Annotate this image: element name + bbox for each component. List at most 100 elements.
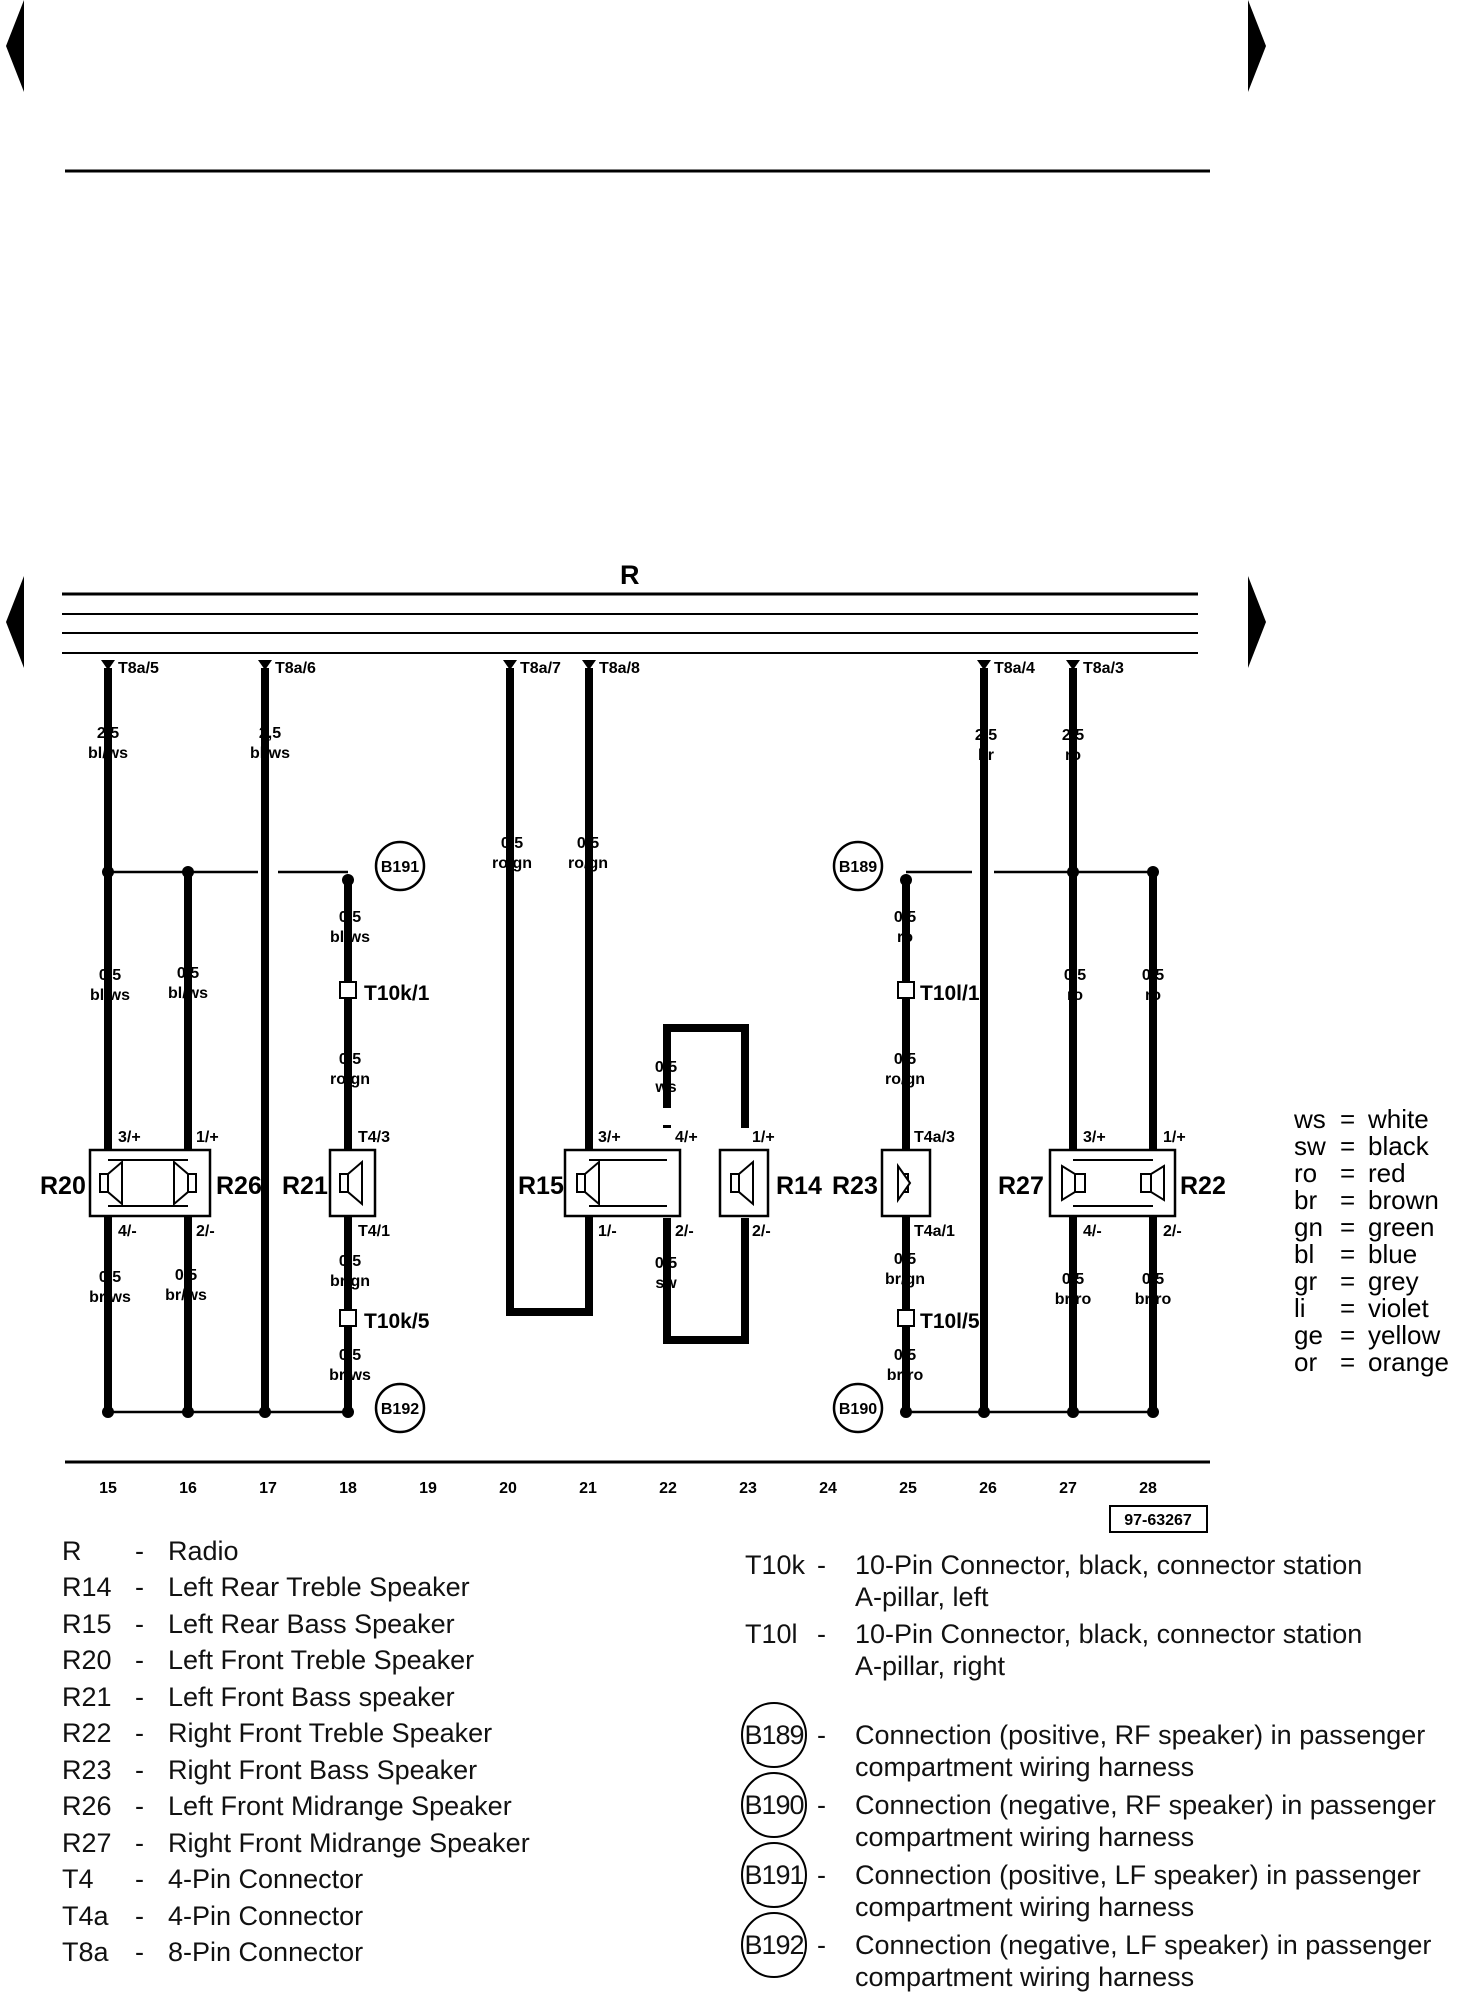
terminal-label: 3/+	[118, 1129, 141, 1146]
wire-gauge: 0,5	[99, 967, 121, 984]
color-code-row: ro=red	[1294, 1158, 1406, 1188]
component-label: R15	[518, 1172, 564, 1200]
wire-color: ro	[1145, 987, 1161, 1004]
grid-number: 15	[99, 1480, 117, 1497]
wire-gauge: 0,5	[1142, 967, 1164, 984]
color-code-row: bl=blue	[1294, 1239, 1418, 1269]
color-code-row: sw=black	[1294, 1131, 1429, 1161]
wire-color: ro	[1065, 747, 1081, 764]
grid-number: 20	[499, 1480, 517, 1497]
pin-label: T8a/3	[1083, 660, 1124, 677]
color-code-row: gr=grey	[1294, 1266, 1419, 1296]
wire-gauge: 0,5	[339, 1347, 361, 1364]
prev-page-arrow-top[interactable]	[6, 0, 24, 92]
next-page-arrow-mid[interactable]	[1248, 576, 1266, 668]
wire-gauge: 0,5	[177, 965, 199, 982]
grid-number: 26	[979, 1480, 997, 1497]
wire-color: ro/gn	[568, 855, 608, 872]
wire-color: bl/ws	[330, 929, 370, 946]
wire-gauge: 0,5	[894, 1251, 916, 1268]
terminal-label: 1/+	[1163, 1129, 1186, 1146]
terminal-label: 3/+	[1083, 1129, 1106, 1146]
grid-number: 27	[1059, 1480, 1077, 1497]
pin-label: T8a/4	[994, 660, 1035, 677]
terminal-label: 2/-	[675, 1223, 694, 1240]
wire-color: br/ro	[1055, 1291, 1092, 1308]
wire-gauge: 0,5	[1142, 1271, 1164, 1288]
grid-number: 28	[1139, 1480, 1157, 1497]
speaker-block-r23	[880, 1148, 932, 1218]
grid-numbers: 15 16 17 18 19 20 21 22 23 24 25 26 27 2…	[99, 1480, 1157, 1497]
wire-color: ro	[1067, 987, 1083, 1004]
wire-color: bl/ws	[90, 987, 130, 1004]
prev-page-arrow-mid[interactable]	[6, 576, 24, 668]
grid-number: 23	[739, 1480, 757, 1497]
pin-label: T8a/8	[599, 660, 640, 677]
junction-label: B192	[381, 1401, 419, 1418]
wire-color: ro/gn	[492, 855, 532, 872]
junction-label: B189	[839, 859, 877, 876]
color-code-row: ge=yellow	[1294, 1320, 1441, 1350]
doc-number-box	[1109, 1505, 1208, 1533]
pin-label: T8a/7	[520, 660, 561, 677]
terminal-label: T4a/3	[914, 1129, 955, 1146]
wire-gauge: 0,5	[655, 1059, 677, 1076]
grid-number: 19	[419, 1480, 437, 1497]
wire-gauge: 0,5	[339, 1253, 361, 1270]
speaker-block-r14	[718, 1148, 770, 1218]
terminal-label: T4a/1	[914, 1223, 955, 1240]
wire-gauge: 2,5	[259, 725, 281, 742]
connector-label: T10l/5	[920, 1310, 980, 1333]
grid-number: 16	[179, 1480, 197, 1497]
wire-gauge: 2,5	[1062, 727, 1084, 744]
component-labels: R20 R26 R21 R15 R14 R23 R27 R22	[40, 1172, 1226, 1200]
wire-color: br/gn	[330, 1273, 370, 1290]
terminal-label: 4/+	[675, 1129, 698, 1146]
wire-color: br/ws	[165, 1287, 207, 1304]
wire-color: ro/gn	[885, 1071, 925, 1088]
junction-badges	[374, 840, 884, 1434]
wire-color: bl/ws	[88, 745, 128, 762]
connector-label: T10k/1	[364, 982, 430, 1005]
wire-color: br/ws	[89, 1289, 131, 1306]
pin-label: T8a/6	[275, 660, 316, 677]
wire-gauge: 0,5	[99, 1269, 121, 1286]
component-label: R26	[216, 1172, 262, 1200]
wire-color: ws	[654, 1079, 676, 1096]
terminal-label: T4/3	[358, 1129, 390, 1146]
wire-gauge: 0,5	[175, 1267, 197, 1284]
grid-number: 18	[339, 1480, 357, 1497]
wire-color: sw	[655, 1275, 677, 1292]
wire-color: br/ro	[887, 1367, 924, 1384]
wire-gauge: 0,5	[501, 835, 523, 852]
component-label: R22	[1180, 1172, 1226, 1200]
wire-labels: 2,5 bl/ws 2,5 bl/ws 2,5 br 2,5 ro 0,5 ro…	[88, 725, 1171, 1384]
terminal-label: 2/-	[752, 1223, 771, 1240]
color-code-row: or=orange	[1294, 1347, 1449, 1377]
speaker-block-r27-r22	[1048, 1148, 1177, 1218]
grid-number: 25	[899, 1480, 917, 1497]
wire-gauge: 0,5	[894, 1051, 916, 1068]
next-page-arrow-top[interactable]	[1248, 0, 1266, 92]
wire-color: ro/gn	[330, 1071, 370, 1088]
grid-number: 22	[659, 1480, 677, 1497]
radio-label: R	[620, 560, 640, 590]
terminal-label: 2/-	[196, 1223, 215, 1240]
terminal-label: 4/-	[118, 1223, 137, 1240]
color-code-row: gn=green	[1294, 1212, 1435, 1242]
color-code-row: ws=white	[1294, 1104, 1429, 1134]
terminal-label: 4/-	[1083, 1223, 1102, 1240]
junction-label: B190	[839, 1401, 877, 1418]
wire-color: br/ro	[1135, 1291, 1172, 1308]
component-label: R27	[998, 1172, 1044, 1200]
terminal-label: 1/-	[598, 1223, 617, 1240]
wire-gauge: 0,5	[655, 1255, 677, 1272]
terminal-label: T4/1	[358, 1223, 390, 1240]
terminal-label: 3/+	[598, 1129, 621, 1146]
component-label: R14	[776, 1172, 822, 1200]
wire-color: bl/ws	[168, 985, 208, 1002]
pin-markers	[101, 660, 1080, 670]
junction-dots	[102, 866, 1159, 1418]
thick-wires	[104, 668, 1157, 1412]
